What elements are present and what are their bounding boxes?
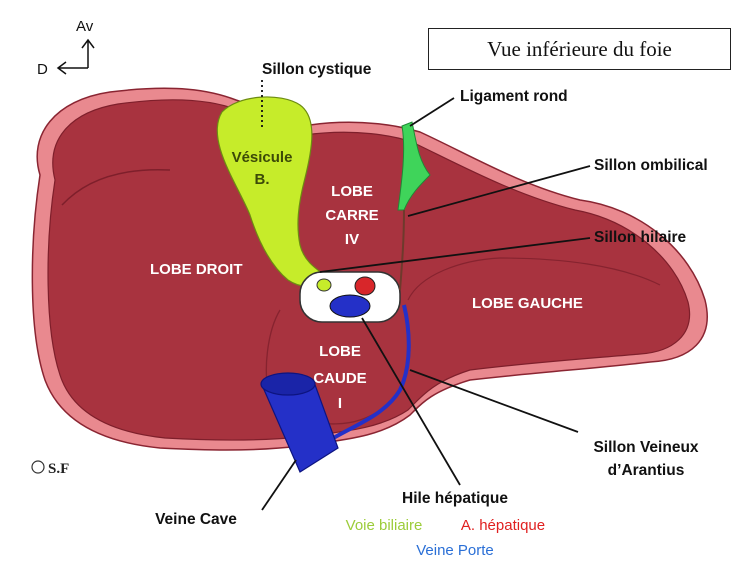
title-box: Vue inférieure du foie (428, 28, 731, 70)
veine-cave-opening (261, 373, 315, 395)
veine-cave-label: Veine Cave (155, 511, 237, 528)
sillon-veineux-label-line1: Sillon Veineux (593, 439, 698, 456)
lobe-caude-line2: CAUDE (313, 370, 366, 387)
bile-duct-section (317, 279, 331, 291)
liver-body (48, 100, 690, 440)
signature-text: S.F (48, 461, 69, 477)
leader-veine-cave (262, 460, 296, 510)
right-label: D (37, 61, 48, 78)
title-text: Vue inférieure du foie (487, 37, 672, 62)
signature: S.F (32, 461, 69, 477)
hile-hepatique-label: Hile hépatique (402, 490, 508, 507)
portal-vein-section (330, 295, 370, 317)
right-arrow (58, 62, 88, 74)
vesicule-label-line1: Vésicule (232, 149, 293, 166)
sillon-cystique-label: Sillon cystique (262, 61, 372, 78)
lobe-carre-line2: CARRE (325, 207, 378, 224)
leader-sillon-veineux (410, 370, 578, 432)
leader-ligament-rond (410, 98, 454, 126)
legend-artere-hepatique: A. hépatique (461, 517, 545, 534)
palette-icon (32, 461, 44, 473)
sillon-veineux-label-line2: d’Arantius (608, 462, 685, 479)
lobe-carre-line3: IV (345, 231, 359, 248)
anterior-arrow (82, 40, 94, 68)
anterior-label: Av (76, 18, 94, 35)
vesicule-label-line2: B. (255, 171, 270, 188)
sillon-ombilical-label: Sillon ombilical (594, 157, 708, 174)
artery-section (355, 277, 375, 295)
lobe-caude-line3: I (338, 395, 342, 412)
lobe-droit-label: LOBE DROIT (150, 261, 243, 278)
legend-voie-biliaire: Voie biliaire (346, 517, 423, 534)
lobe-caude-line1: LOBE (319, 343, 361, 360)
lobe-carre-line1: LOBE (331, 183, 373, 200)
ligament-rond-label: Ligament rond (460, 88, 568, 105)
lobe-gauche-label: LOBE GAUCHE (472, 295, 583, 312)
legend-veine-porte: Veine Porte (416, 542, 494, 559)
sillon-hilaire-label: Sillon hilaire (594, 229, 687, 246)
